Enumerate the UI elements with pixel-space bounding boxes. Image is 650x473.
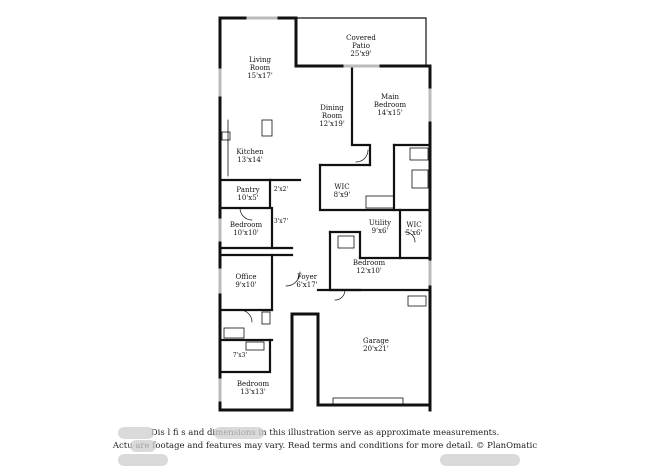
room-dims: 15'x17' <box>247 72 273 80</box>
room-dims: 14'x15' <box>377 109 403 117</box>
room-label-main-bedroom: Main Bedroom 14'x15' <box>374 93 406 117</box>
room-label-living: Living Room 15'x17' <box>247 56 273 80</box>
door-swings <box>239 149 416 323</box>
watermark-blur <box>440 454 520 466</box>
room-label-garage: Garage 20'x21' <box>363 337 389 353</box>
room-name: Utility <box>368 219 392 227</box>
room-name: WIC <box>406 221 422 229</box>
room-label-office: Office 9'x10' <box>235 273 256 289</box>
room-dims: 9'x6' <box>371 227 389 235</box>
room-dims: 25'x9' <box>350 50 372 58</box>
room-name: Bedroom <box>229 221 263 229</box>
room-label-bedroom-3: Bedroom 12'x10' <box>353 259 385 275</box>
room-dims: 10'x10' <box>233 229 259 237</box>
watermark-blur <box>214 427 264 439</box>
patio-outline <box>295 17 427 67</box>
room-name: Pantry <box>236 186 260 194</box>
room-dims: 12'x19' <box>319 120 345 128</box>
room-name: Dining Room <box>320 104 344 120</box>
room-label-dining: Dining Room 12'x19' <box>319 104 345 128</box>
room-dims: 12'x10' <box>356 267 382 275</box>
room-dims: 13'x14' <box>237 156 263 164</box>
room-label-patio: Covered Patio 25'x9' <box>346 34 376 58</box>
watermark-blur <box>130 440 156 452</box>
room-dims: 8'x9' <box>333 191 351 199</box>
watermark-blur <box>118 454 168 466</box>
room-label-wic-main: WIC 8'x9' <box>334 183 351 199</box>
room-name: WIC <box>334 183 350 191</box>
room-dims: 5'x6' <box>405 229 423 237</box>
windows <box>218 16 432 402</box>
room-name: Foyer <box>296 273 318 281</box>
room-name: Living Room <box>248 56 272 72</box>
room-label-foyer: Foyer 6'x17' <box>296 273 317 289</box>
room-dims: 9'x10' <box>235 281 257 289</box>
room-label-pantry: Pantry 10'x5' <box>236 186 259 202</box>
fixtures <box>221 119 429 406</box>
room-label-kitchen: Kitchen 13'x14' <box>236 148 263 164</box>
room-label-utility: Utility 9'x6' <box>369 219 391 235</box>
room-name: Kitchen <box>236 148 264 156</box>
room-label-bedroom-4: Bedroom 13'x13' <box>237 380 269 396</box>
room-dims: 10'x5' <box>237 194 259 202</box>
room-name: Bedroom <box>236 380 270 388</box>
room-name: Garage <box>363 337 389 345</box>
closet-dims-b: 3'x7' <box>273 218 289 225</box>
room-dims: 13'x13' <box>240 388 266 396</box>
watermark-blur <box>118 427 154 439</box>
room-name: Main Bedroom <box>373 93 407 109</box>
room-dims: 6'x17' <box>296 281 318 289</box>
room-label-bedroom-2: Bedroom 10'x10' <box>230 221 262 237</box>
disclaimer-line-2: Actu are footage and features may vary. … <box>112 441 538 451</box>
disclaimer-line-1: Dis l fi s and dimensions in this illust… <box>150 428 500 438</box>
room-label-wic-small: WIC 5'x6' <box>406 221 423 237</box>
room-name: Bedroom <box>352 259 386 267</box>
bath-dims: 7'x3' <box>232 352 248 359</box>
room-dims: 20'x21' <box>363 345 389 353</box>
room-name: Covered Patio <box>346 34 376 50</box>
interior-walls <box>218 64 432 374</box>
room-name: Office <box>235 273 257 281</box>
closet-dims-a: 2'x2' <box>273 186 289 193</box>
